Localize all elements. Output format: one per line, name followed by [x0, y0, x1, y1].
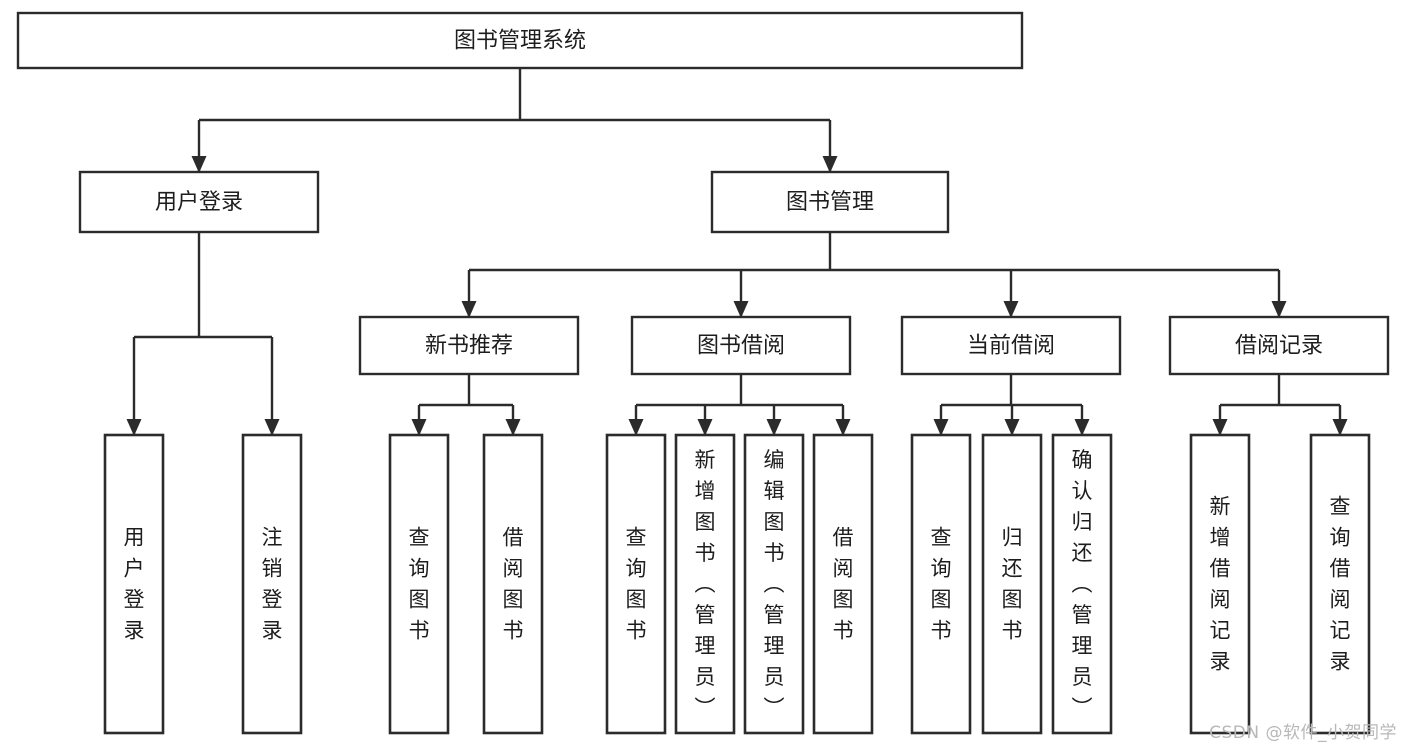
node-box [812, 433, 874, 735]
node-label: 确认归还︵管理员︶ [1072, 448, 1093, 720]
arrow-head-icon [835, 419, 851, 436]
arrow-head-icon [126, 419, 142, 436]
node-borrow-query-book[interactable]: 查询图书 [605, 433, 667, 735]
arrow-head-icon [1003, 301, 1019, 318]
arrow-head-icon [733, 301, 749, 318]
node-box [241, 433, 303, 735]
node-box [743, 433, 805, 735]
arrow-head-icon [697, 419, 713, 436]
node-borrow-add-book[interactable]: 新增图书︵管理员︶ [674, 433, 736, 735]
arrow-head-icon [766, 419, 782, 436]
node-root[interactable]: 图书管理系统 [16, 11, 1024, 70]
node-label: 新增借阅记录 [1210, 495, 1231, 674]
node-current-confirm-return[interactable]: 确认归还︵管理员︶ [1051, 433, 1113, 735]
node-box [1168, 315, 1390, 376]
arrow-head-icon [411, 419, 427, 436]
node-box [900, 315, 1122, 376]
node-label: 图书借阅 [697, 334, 785, 359]
node-label: 新增图书︵管理员︶ [695, 448, 716, 720]
node-box [1051, 433, 1113, 735]
node-borrow-edit-book[interactable]: 编辑图书︵管理员︶ [743, 433, 805, 735]
node-label: 用户登录 [124, 526, 145, 643]
node-current-query-book[interactable]: 查询图书 [910, 433, 972, 735]
node-borrow-record[interactable]: 借阅记录 [1168, 315, 1390, 376]
node-user-login-do[interactable]: 用户登录 [103, 433, 165, 735]
arrow-head-icon [191, 156, 207, 173]
connector-layer [126, 68, 1348, 436]
node-label: 用户登录 [155, 190, 243, 215]
node-box [78, 170, 320, 234]
node-box [605, 433, 667, 735]
node-label: 借阅图书 [503, 526, 524, 643]
node-book-manage[interactable]: 图书管理 [710, 170, 950, 234]
node-box [358, 315, 580, 376]
node-label: 借阅图书 [833, 526, 854, 643]
node-box [103, 433, 165, 735]
node-label: 图书管理 [786, 190, 874, 215]
arrow-head-icon [505, 419, 521, 436]
node-user-logout[interactable]: 注销登录 [241, 433, 303, 735]
node-label: 查询图书 [409, 526, 430, 643]
node-box [482, 433, 544, 735]
node-label: 编辑图书︵管理员︶ [764, 448, 785, 720]
node-user-login[interactable]: 用户登录 [78, 170, 320, 234]
node-box [16, 11, 1024, 70]
node-recommend-borrow-book[interactable]: 借阅图书 [482, 433, 544, 735]
node-new-book-recommend[interactable]: 新书推荐 [358, 315, 580, 376]
node-box [1309, 433, 1371, 735]
node-box [1189, 433, 1251, 735]
node-record-query[interactable]: 查询借阅记录 [1309, 433, 1371, 735]
node-borrow-lend-book[interactable]: 借阅图书 [812, 433, 874, 735]
arrow-head-icon [933, 419, 949, 436]
node-current-borrow[interactable]: 当前借阅 [900, 315, 1122, 376]
node-label: 归还图书 [1002, 526, 1023, 643]
node-label: 查询图书 [626, 526, 647, 643]
node-box [981, 433, 1043, 735]
node-book-borrow[interactable]: 图书借阅 [630, 315, 852, 376]
arrow-head-icon [822, 156, 838, 173]
node-current-return-book[interactable]: 归还图书 [981, 433, 1043, 735]
node-box [710, 170, 950, 234]
node-label: 查询图书 [931, 526, 952, 643]
arrow-head-icon [628, 419, 644, 436]
node-box [910, 433, 972, 735]
node-label: 注销登录 [262, 526, 283, 643]
arrow-head-icon [1004, 419, 1020, 436]
arrow-head-icon [1212, 419, 1228, 436]
node-layer: 图书管理系统用户登录用户登录注销登录图书管理新书推荐查询图书借阅图书图书借阅查询… [16, 11, 1390, 735]
arrow-head-icon [461, 301, 477, 318]
node-recommend-query-book[interactable]: 查询图书 [388, 433, 450, 735]
node-box [674, 433, 736, 735]
node-box [388, 433, 450, 735]
watermark-label: CSDN @软件_小贺同学 [1209, 723, 1397, 743]
node-label: 图书管理系统 [454, 29, 586, 54]
arrow-head-icon [1074, 419, 1090, 436]
node-box [630, 315, 852, 376]
node-label: 借阅记录 [1235, 334, 1323, 359]
node-record-add[interactable]: 新增借阅记录 [1189, 433, 1251, 735]
node-label: 新书推荐 [425, 334, 513, 359]
arrow-head-icon [264, 419, 280, 436]
arrow-head-icon [1271, 301, 1287, 318]
arrow-head-icon [1332, 419, 1348, 436]
node-label: 当前借阅 [967, 334, 1055, 359]
node-label: 查询借阅记录 [1330, 495, 1351, 674]
